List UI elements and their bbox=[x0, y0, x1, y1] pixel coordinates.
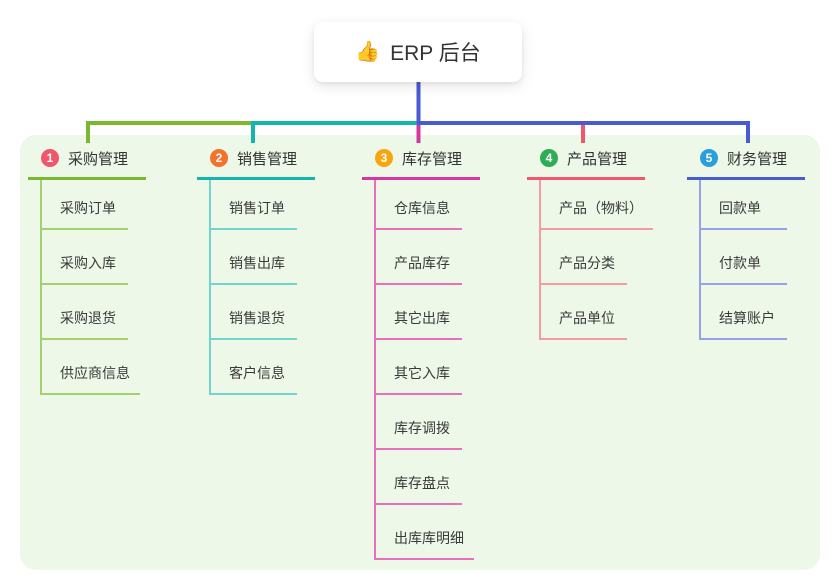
branch-number-badge: 3 bbox=[375, 149, 393, 167]
branch-children: 回款单 付款单 结算账户 bbox=[699, 180, 805, 340]
branch-title: 销售管理 bbox=[237, 150, 298, 168]
branch-node-finance[interactable]: 5 财务管理 bbox=[687, 146, 805, 180]
branch-children: 仓库信息 产品库存 其它出库 其它入库 库存调拨 库存盘点 出库库明细 bbox=[374, 180, 480, 560]
root-node[interactable]: 👍 ERP 后台 bbox=[314, 22, 522, 82]
branch-number-badge: 2 bbox=[210, 149, 228, 167]
child-node[interactable]: 出库库明细 bbox=[376, 505, 474, 560]
branch-purchase: 1 采购管理 采购订单 采购入库 采购退货 供应商信息 bbox=[28, 146, 146, 395]
branch-number-badge: 4 bbox=[540, 149, 558, 167]
branch-children: 采购订单 采购入库 采购退货 供应商信息 bbox=[40, 180, 146, 395]
child-node[interactable]: 结算账户 bbox=[701, 285, 787, 340]
child-node[interactable]: 回款单 bbox=[701, 180, 787, 230]
child-node[interactable]: 付款单 bbox=[701, 230, 787, 285]
branch-inventory: 3 库存管理 仓库信息 产品库存 其它出库 其它入库 库存调拨 库存盘点 出库库… bbox=[362, 146, 480, 560]
child-node[interactable]: 销售出库 bbox=[211, 230, 297, 285]
branch-children: 销售订单 销售出库 销售退货 客户信息 bbox=[209, 180, 315, 395]
mindmap-canvas bbox=[20, 135, 820, 570]
child-node[interactable]: 产品库存 bbox=[376, 230, 462, 285]
child-node[interactable]: 库存调拨 bbox=[376, 395, 462, 450]
branch-title: 采购管理 bbox=[68, 150, 129, 168]
branch-node-purchase[interactable]: 1 采购管理 bbox=[28, 146, 146, 180]
child-node[interactable]: 供应商信息 bbox=[42, 340, 140, 395]
branch-finance: 5 财务管理 回款单 付款单 结算账户 bbox=[687, 146, 805, 340]
child-node[interactable]: 库存盘点 bbox=[376, 450, 462, 505]
child-node[interactable]: 采购入库 bbox=[42, 230, 128, 285]
child-node[interactable]: 产品分类 bbox=[541, 230, 627, 285]
branch-node-product[interactable]: 4 产品管理 bbox=[527, 146, 645, 180]
child-node[interactable]: 产品（物料） bbox=[541, 180, 653, 230]
child-node[interactable]: 采购退货 bbox=[42, 285, 128, 340]
root-node-title: ERP 后台 bbox=[390, 42, 481, 65]
branch-product: 4 产品管理 产品（物料） 产品分类 产品单位 bbox=[527, 146, 653, 340]
branch-number-badge: 5 bbox=[700, 149, 718, 167]
branch-number-badge: 1 bbox=[41, 149, 59, 167]
branch-title: 库存管理 bbox=[402, 150, 463, 168]
child-node[interactable]: 仓库信息 bbox=[376, 180, 462, 230]
child-node[interactable]: 销售订单 bbox=[211, 180, 297, 230]
child-node[interactable]: 客户信息 bbox=[211, 340, 297, 395]
branch-sales: 2 销售管理 销售订单 销售出库 销售退货 客户信息 bbox=[197, 146, 315, 395]
branch-node-sales[interactable]: 2 销售管理 bbox=[197, 146, 315, 180]
branch-children: 产品（物料） 产品分类 产品单位 bbox=[539, 180, 653, 340]
branch-title: 产品管理 bbox=[567, 150, 628, 168]
child-node[interactable]: 采购订单 bbox=[42, 180, 128, 230]
child-node[interactable]: 其它出库 bbox=[376, 285, 462, 340]
child-node[interactable]: 产品单位 bbox=[541, 285, 627, 340]
branch-title: 财务管理 bbox=[727, 150, 788, 168]
branch-node-inventory[interactable]: 3 库存管理 bbox=[362, 146, 480, 180]
child-node[interactable]: 销售退货 bbox=[211, 285, 297, 340]
child-node[interactable]: 其它入库 bbox=[376, 340, 462, 395]
thumbs-up-icon: 👍 bbox=[355, 41, 381, 63]
